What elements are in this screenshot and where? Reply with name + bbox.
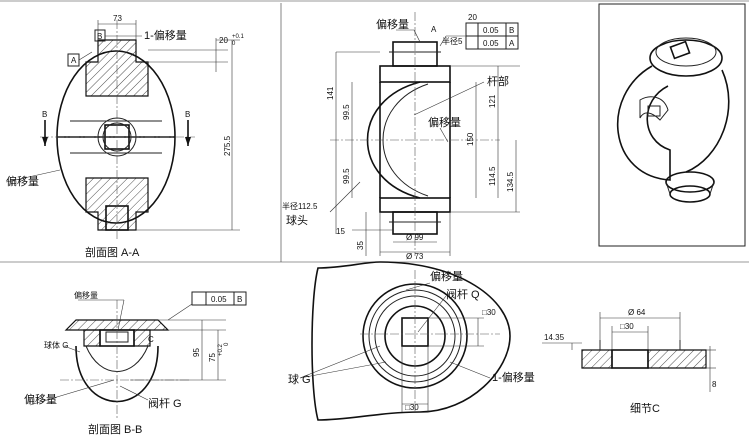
dim-dia-64: Ø 64 — [628, 308, 646, 317]
label-bb-offset-bottom: 偏移量 — [24, 392, 57, 406]
label-radius-5: 半径5 — [442, 36, 463, 46]
tol-bb-lower: 0 — [224, 342, 230, 346]
dim-75: 75 — [208, 353, 217, 362]
isometric-view — [598, 3, 746, 247]
label-ball-head: 球头 — [286, 213, 308, 227]
dim-150: 150 — [466, 132, 475, 146]
dim-95: 95 — [192, 348, 201, 357]
label-rod-part: 杆部 — [487, 74, 509, 88]
tol-bb-ref: B — [237, 295, 242, 304]
label-top-offset-bottom: 1-偏移量 — [492, 370, 535, 384]
label-ball-g: 球 G — [288, 372, 311, 386]
datum-a-front: A — [431, 25, 437, 34]
dim-14-35: 14.35 — [544, 333, 565, 342]
dim-20-front: 20 — [468, 13, 477, 22]
title-section-bb: 剖面图 B-B — [88, 422, 142, 436]
datum-a-marker: A — [71, 56, 77, 65]
title-section-aa: 剖面图 A-A — [85, 245, 140, 259]
dim-99-5-lower: 99.5 — [342, 168, 351, 184]
label-radius-112-5: 半径112.5 — [282, 201, 318, 211]
datum-b-marker: B — [97, 32, 102, 41]
label-mark-c: C — [148, 335, 154, 344]
label-top-offset: 偏移量 — [430, 269, 463, 283]
dim-sq30-bottom: □30 — [405, 403, 419, 412]
label-valve-rod-q: 阀杆 Q — [446, 287, 480, 301]
tol-frame-1-val: 0.05 — [483, 26, 499, 35]
dim-73-top: 73 — [113, 14, 122, 23]
dim-275-5: 275.5 — [223, 135, 232, 156]
tol-zero: 0 — [232, 41, 236, 47]
tol-plus-01: +0.1 — [232, 34, 245, 40]
cut-b-left: B — [42, 110, 47, 119]
section-aa-view — [5, 20, 240, 240]
dim-35: 35 — [356, 241, 365, 250]
dim-sq30-right: □30 — [482, 308, 496, 317]
tol-frame-2-val: 0.05 — [483, 39, 499, 48]
dim-134-5: 134.5 — [506, 171, 515, 192]
dim-8: 8 — [712, 380, 717, 389]
cut-b-right: B — [185, 110, 190, 119]
top-view — [299, 261, 511, 421]
tol-frame-1-ref: B — [509, 26, 514, 35]
section-bb-view — [29, 291, 247, 420]
tol-bb-upper: +0.2 — [218, 343, 224, 356]
dim-99-5-upper: 99.5 — [342, 104, 351, 120]
dim-20-top: 20 — [219, 36, 228, 45]
dim-dia-99: Ø 99 — [406, 233, 424, 242]
label-top-left-offset: 1-偏移量 — [144, 28, 187, 42]
dim-121: 121 — [488, 94, 497, 108]
tol-frame-2-ref: A — [509, 39, 515, 48]
label-valve-rod-g: 阀杆 G — [148, 396, 182, 410]
dim-114-5: 114.5 — [488, 166, 497, 186]
label-front-offset-mid: 偏移量 — [428, 115, 461, 129]
label-front-offset-top: 偏移量 — [376, 17, 409, 31]
label-ball-g-left: 球体 G — [44, 340, 68, 350]
dim-sq30-detail: □30 — [620, 322, 634, 331]
dim-dia-73: Ø 73 — [406, 252, 424, 261]
front-view — [329, 12, 520, 256]
dim-15: 15 — [336, 227, 345, 236]
label-left-offset: 偏移量 — [6, 174, 39, 188]
tol-bb-val: 0.05 — [211, 295, 227, 304]
label-bb-offset-top: 偏移量 — [74, 290, 98, 300]
title-detail-c: 细节C — [630, 402, 660, 415]
detail-c-view — [542, 312, 716, 392]
dim-141: 141 — [326, 86, 335, 100]
